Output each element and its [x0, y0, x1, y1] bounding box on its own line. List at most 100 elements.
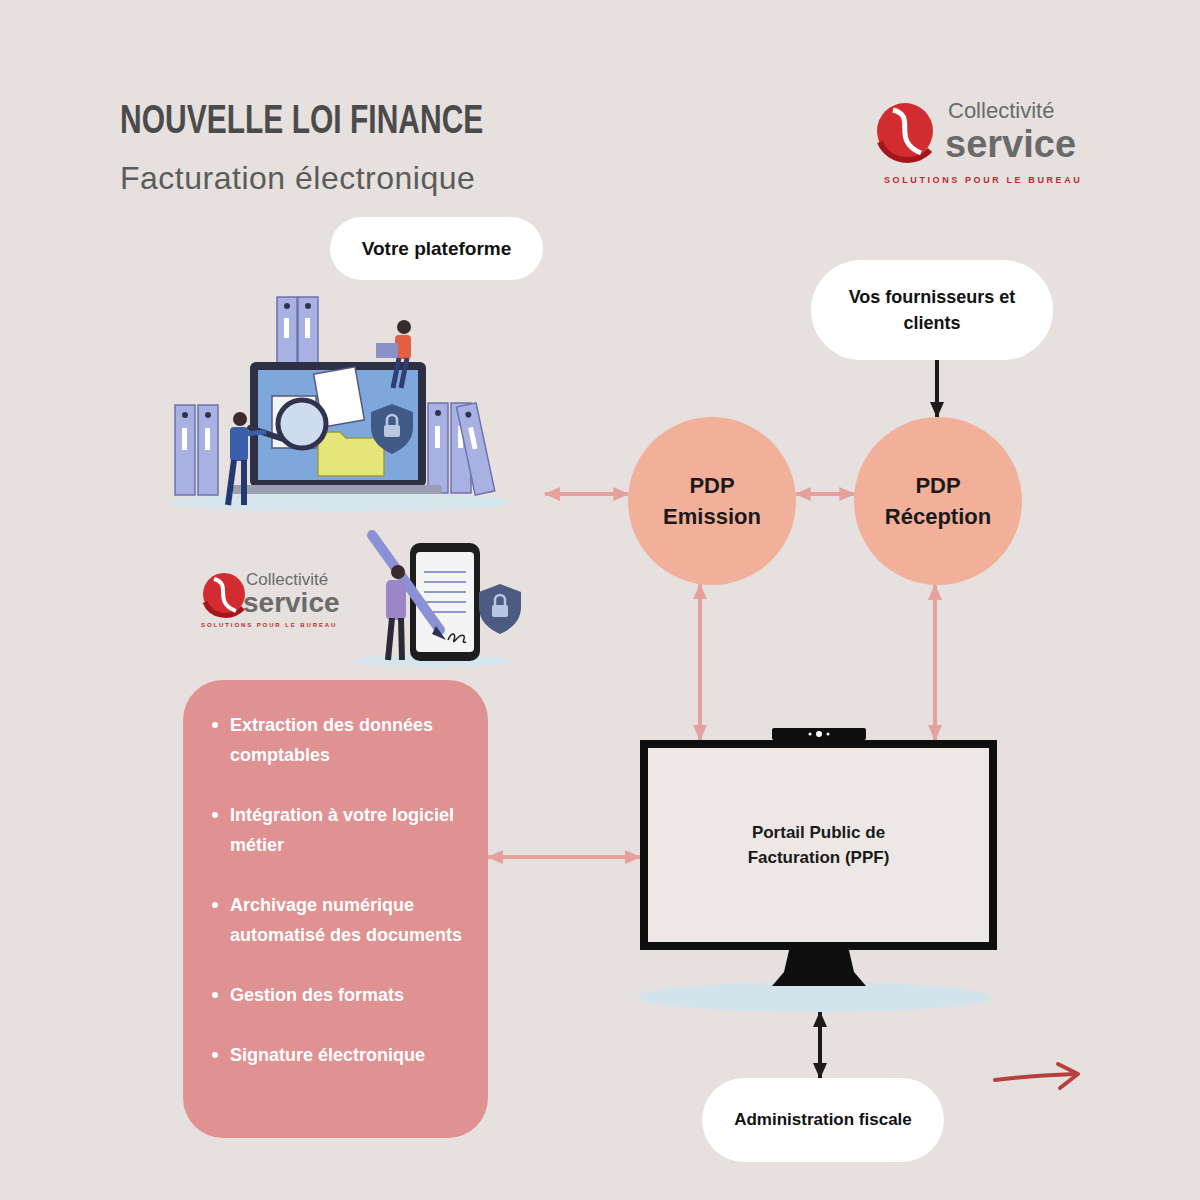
- binder: [435, 410, 441, 416]
- signature-illustration: [424, 591, 466, 593]
- logo-mark: [877, 103, 933, 160]
- shield-icon: [371, 404, 413, 454]
- logo-mark: [877, 103, 933, 159]
- bullet-dot: [212, 722, 218, 728]
- node-label: Administration fiscale: [734, 1108, 912, 1133]
- binder: [205, 412, 211, 418]
- feature-list-box: Extraction des données comptablesIntégra…: [183, 680, 488, 1138]
- node-label: Vos fournisseurs et clients: [842, 284, 1022, 336]
- signature-illustration: [424, 601, 466, 603]
- signature-illustration: [386, 580, 406, 620]
- binder: [175, 297, 495, 495]
- logo-text: service: [243, 588, 340, 618]
- shield-icon: [387, 415, 397, 425]
- signature-illustration: [424, 571, 466, 573]
- circle-shape: [854, 417, 1022, 585]
- connector: [818, 1012, 822, 1078]
- logo-mark: [880, 142, 930, 160]
- person: [233, 412, 247, 426]
- pdp-circle: PDP Réception: [854, 417, 1022, 585]
- monitor-frame: [644, 744, 993, 946]
- binder: [175, 405, 195, 495]
- binder: [305, 318, 310, 338]
- person: [228, 460, 234, 505]
- person: [376, 320, 411, 388]
- ppf-monitor: Portail Public de Facturation (PPF): [640, 740, 997, 1012]
- pill-box: Vos fournisseurs et clients: [811, 260, 1053, 360]
- bullet-dot: [212, 902, 218, 908]
- monitor-screen: Portail Public de Facturation (PPF): [648, 748, 989, 942]
- logo-text: Collectivité: [948, 98, 1054, 124]
- node-label: Portail Public de Facturation (PPF): [731, 820, 906, 870]
- circle-content: PDP Emission: [628, 417, 796, 585]
- subtitle: Facturation électronique: [120, 160, 475, 197]
- person: [244, 432, 266, 434]
- list-text: Extraction des données comptables: [230, 710, 473, 770]
- bullet-dot: [212, 1052, 218, 1058]
- signature-illustration: [448, 634, 466, 642]
- logo-text: Collectivité: [246, 570, 328, 590]
- list-item: Archivage numérique automatisé des docum…: [210, 890, 473, 950]
- next-arrow: [995, 1074, 1075, 1080]
- list-item: Extraction des données comptables: [210, 710, 473, 770]
- circle-shape: [628, 417, 796, 585]
- list-item: Signature électronique: [210, 1040, 473, 1070]
- node-label: PDP Emission: [647, 470, 777, 532]
- platform-group: Votre plateforme: [165, 217, 545, 510]
- camera-dot: [816, 731, 822, 737]
- signature-illustration: [432, 626, 446, 640]
- person: [241, 460, 247, 505]
- bullet-dot: [212, 812, 218, 818]
- list-item: Gestion des formats: [210, 980, 473, 1010]
- documents: [272, 367, 384, 476]
- binder: [428, 403, 448, 493]
- laptop: [232, 362, 442, 494]
- laptop: [232, 485, 442, 494]
- magnifier: [278, 400, 326, 448]
- signature-illustration: [401, 618, 402, 660]
- circle-shape: [854, 417, 1022, 585]
- logo-mark-small: [203, 573, 245, 615]
- signature-illustration: [391, 565, 405, 579]
- binder: [468, 427, 477, 450]
- circle-shape: [628, 417, 796, 585]
- list-item: Intégration à votre logiciel métier: [210, 800, 473, 860]
- monitor-camera: [772, 728, 866, 740]
- person: [376, 343, 398, 358]
- person: [393, 358, 399, 388]
- camera-dot: [809, 733, 812, 736]
- binder: [298, 297, 318, 363]
- logo-mark: [893, 110, 921, 153]
- signature-illustration: [388, 618, 392, 660]
- binder: [465, 411, 472, 418]
- pdp-circle: PDP Emission: [628, 417, 796, 585]
- binder: [284, 318, 289, 338]
- connector: [933, 585, 937, 740]
- logo-text: service: [945, 124, 1076, 164]
- signature-illustration: [424, 581, 466, 583]
- logo-mark-small: [203, 573, 245, 615]
- logo-tagline: SOLUTIONS POUR LE BUREAU: [201, 622, 337, 628]
- list-text: Archivage numérique automatisé des docum…: [230, 890, 473, 950]
- platform-illustration: [168, 492, 512, 512]
- monitor-shadow: [638, 982, 992, 1012]
- list-text: Signature électronique: [230, 1040, 473, 1070]
- connector: [545, 492, 628, 496]
- connector: [488, 855, 640, 859]
- binder: [457, 403, 495, 495]
- binder: [284, 303, 290, 309]
- binder: [277, 297, 297, 363]
- monitor-stand: [772, 946, 866, 986]
- signature-illustration: [479, 584, 521, 634]
- person: [401, 358, 407, 388]
- binder: [457, 403, 495, 495]
- monitor-shape: [640, 740, 997, 1012]
- laptop: [250, 362, 426, 487]
- shield-icon: [384, 425, 400, 437]
- binder: [205, 428, 210, 450]
- logo-mark-small: [214, 579, 236, 611]
- person: [228, 412, 266, 505]
- binder: [435, 426, 440, 448]
- node-label: Votre plateforme: [330, 217, 543, 280]
